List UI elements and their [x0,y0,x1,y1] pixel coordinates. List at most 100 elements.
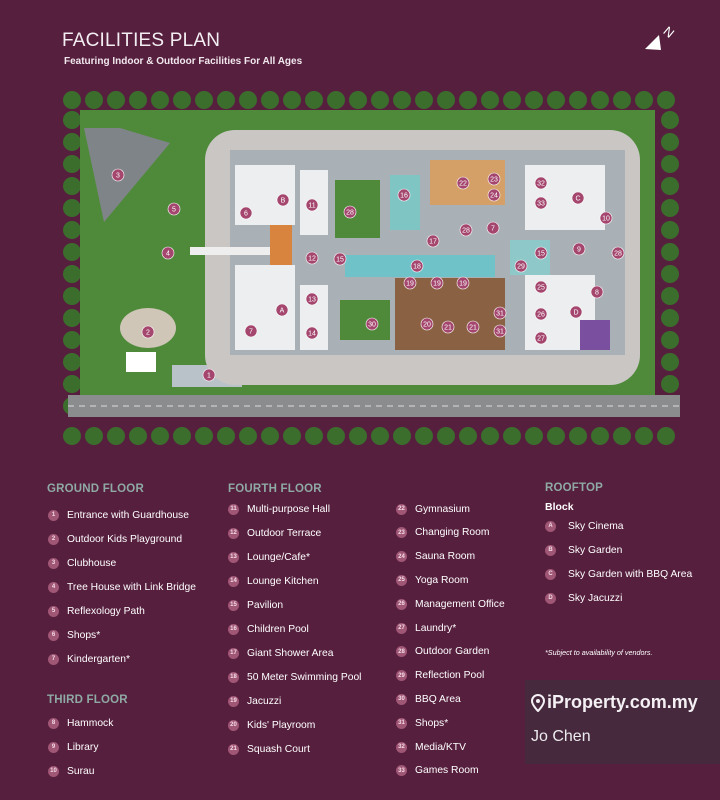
tree [261,427,279,445]
tree [63,111,81,129]
tree [661,287,679,305]
svg-text:14: 14 [308,331,316,338]
svg-text:27: 27 [537,336,545,343]
children-pool [390,175,420,230]
legend-item-label: Outdoor Kids Playground [67,533,183,545]
tree [107,427,125,445]
tree [371,427,389,445]
svg-text:15: 15 [537,251,545,258]
svg-text:24: 24 [490,193,498,200]
tree [635,427,653,445]
legend-number-badge: 21 [228,743,239,755]
svg-text:23: 23 [490,177,498,184]
map-marker-28: 28 [611,246,625,260]
svg-text:22: 22 [459,181,467,188]
map-marker-12: 12 [305,251,319,265]
legend-item-label: Squash Court [247,743,310,755]
legend-number-badge: 24 [396,551,407,563]
rooftop-heading: ROOFTOP [545,482,604,494]
tree [63,331,81,349]
svg-text:C: C [575,196,580,203]
legend-item-label: Sky Jacuzzi [568,592,623,604]
legend-number-badge: 30 [396,693,407,705]
legend-item-label: Giant Shower Area [247,647,334,659]
watermark-brand-text: iProperty.com.my [547,692,698,712]
tree [261,91,279,109]
tree [661,243,679,261]
svg-text:26: 26 [537,312,545,319]
tree [591,91,609,109]
svg-text:6: 6 [244,211,248,218]
tree [239,427,257,445]
svg-text:13: 13 [308,297,316,304]
legend-item-label: Reflection Pool [415,670,485,682]
tree [437,427,455,445]
watermark-agent: Jo Chen [531,728,591,745]
tree [657,91,675,109]
tree [661,265,679,283]
tree [305,427,323,445]
map-marker-4: 4 [161,246,175,260]
map-marker-32: 32 [534,176,548,190]
tree [63,155,81,173]
map-marker-19: 19 [456,276,470,290]
legend-number-badge: 10 [48,765,59,777]
clubhouse-roof [84,128,170,222]
tree [591,427,609,445]
legend-item-label: Lounge/Cafe* [247,551,310,563]
legend-number-badge: 18 [228,671,239,683]
tree [129,91,147,109]
map-marker-31: 31 [493,324,507,338]
legend-item-label: Hammock [67,717,114,729]
legend-item-label: Games Room [415,765,479,777]
legend-number-badge: 13 [228,551,239,563]
svg-text:25: 25 [537,285,545,292]
svg-text:19: 19 [459,281,467,288]
svg-text:2: 2 [146,330,150,337]
watermark-brand: iProperty.com.my [531,692,698,713]
map-marker-2: 2 [141,325,155,339]
legend-number-badge: D [545,592,556,604]
svg-text:3: 3 [116,173,120,180]
map-marker-B: B [276,193,290,207]
page-subtitle: Featuring Indoor & Outdoor Facilities Fo… [64,56,303,67]
tree [327,427,345,445]
legend-number-badge: 31 [396,717,407,729]
tree [661,155,679,173]
svg-text:31: 31 [496,311,504,318]
svg-text:11: 11 [308,203,315,210]
legend-item-label: Changing Room [415,527,490,539]
tree [63,427,81,445]
legend-item-label: Surau [67,765,95,777]
tree [569,427,587,445]
map-marker-24: 24 [487,188,501,202]
svg-text:19: 19 [433,281,441,288]
tree [503,91,521,109]
north-arrow-icon: N [645,23,677,50]
legend-number-badge: 1 [48,509,59,521]
map-marker-26: 26 [534,307,548,321]
legend-item-label: Sky Garden [568,544,623,556]
tree [415,91,433,109]
legend-number-badge: 14 [228,575,239,587]
legend-item-label: Pavilion [247,599,284,611]
legend-item: 10 Surau [48,764,94,778]
tree-border [63,91,679,445]
tree [661,331,679,349]
main-road [68,395,680,417]
legend-number-badge: 20 [228,719,239,731]
block-label: Block [545,501,574,513]
svg-text:28: 28 [614,251,622,258]
map-marker-28: 28 [459,223,473,237]
legend-item-label: Kindergarten* [67,653,130,665]
